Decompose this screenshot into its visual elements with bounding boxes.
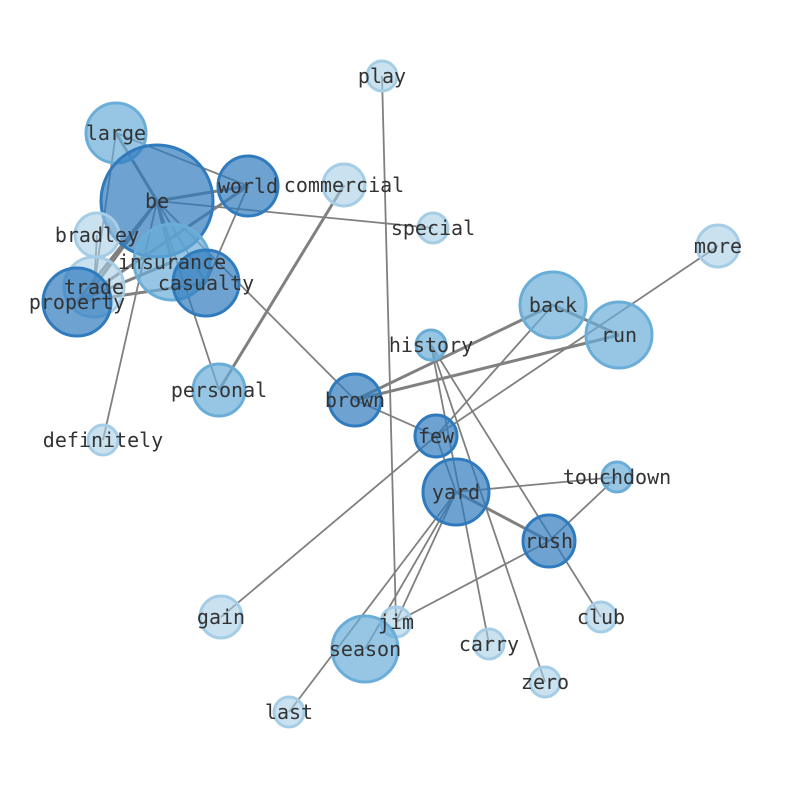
node-rush [521,513,577,569]
node-season [330,614,400,684]
node-label-commercial: commercial [284,173,404,197]
edge-more-few [435,245,719,437]
node-label-insurance: insurance [118,250,226,274]
node-touchdown [600,460,634,494]
node-history [414,328,448,362]
node-world [216,154,280,218]
node-label-few: few [418,424,455,448]
node-label-be: be [145,189,169,213]
node-carry [472,627,506,661]
edge-brown-back [354,303,554,402]
node-label-last: last [265,700,313,724]
node-label-more: more [694,234,742,258]
node-more [695,223,741,269]
node-few [413,413,459,459]
node-label-jim: jim [378,610,414,634]
node-personal [191,362,247,418]
edge-history-club [430,344,602,618]
node-label-bradley: bradley [55,223,139,247]
edge-brown-run [354,333,620,402]
node-casualty [171,248,241,318]
node-back [518,270,588,340]
node-label-large: large [86,121,146,145]
node-label-trade: trade [64,275,124,299]
edge-rush-jim [395,540,550,623]
node-label-touchdown: touchdown [563,465,671,489]
node-commercial [321,162,367,208]
nodes-layer [41,59,741,729]
node-label-casualty: casualty [158,271,254,295]
node-definitely [86,423,120,457]
node-gain [198,594,244,640]
node-label-back: back [529,293,577,317]
node-label-history: history [389,333,473,357]
node-label-season: season [329,637,401,661]
node-label-play: play [358,64,406,88]
node-special [416,211,450,245]
edge-few-gain [220,435,437,618]
node-label-yard: yard [432,480,480,504]
node-yard [421,457,491,527]
edge-play-jim [381,75,397,623]
node-label-rush: rush [525,529,573,553]
edge-yard-last [288,491,457,713]
node-label-zero: zero [521,670,569,694]
node-label-run: run [601,323,637,347]
node-last [272,695,306,729]
node-label-personal: personal [171,378,267,402]
node-label-definitely: definitely [43,428,163,452]
edge-history-zero [430,344,546,683]
node-play [365,59,399,93]
node-club [584,600,618,634]
node-label-special: special [391,216,475,240]
node-label-property: property [29,290,125,314]
node-brown [327,372,383,428]
node-label-brown: brown [325,388,385,412]
node-property [41,266,113,338]
node-label-club: club [577,605,625,629]
node-run [584,300,654,370]
node-label-carry: carry [459,632,519,656]
node-zero [528,665,562,699]
node-label-gain: gain [197,605,245,629]
edge-commercial-personal [217,184,346,391]
node-label-world: world [218,174,278,198]
